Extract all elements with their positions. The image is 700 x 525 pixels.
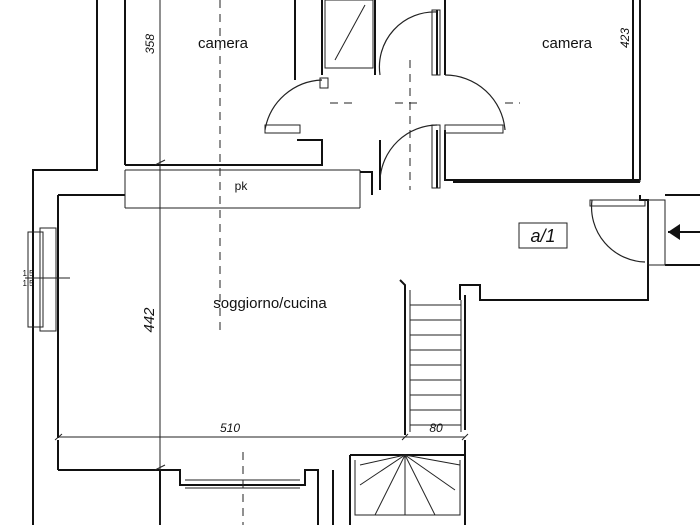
doors <box>264 0 700 266</box>
room-label-soggiorno: soggiorno/cucina <box>213 295 327 312</box>
room-label-pk: pk <box>235 179 249 193</box>
staircase <box>354 290 462 516</box>
walls <box>32 0 700 525</box>
dimension-442: 442 <box>141 307 158 333</box>
dimension-lines <box>54 0 641 525</box>
window-left <box>25 227 70 332</box>
unit-label: a/1 <box>530 226 555 246</box>
unit-label-box <box>518 222 568 249</box>
window-dim-top: 1.5 <box>22 269 34 278</box>
dimension-358: 358 <box>143 34 157 54</box>
room-label-camera-right: camera <box>542 35 593 52</box>
dimension-80: 80 <box>429 421 443 435</box>
dimension-510: 510 <box>220 421 240 435</box>
window-dim-bottom: 1.5 <box>22 279 34 288</box>
dimension-423: 423 <box>618 28 632 48</box>
room-label-camera-left: camera <box>198 35 249 52</box>
